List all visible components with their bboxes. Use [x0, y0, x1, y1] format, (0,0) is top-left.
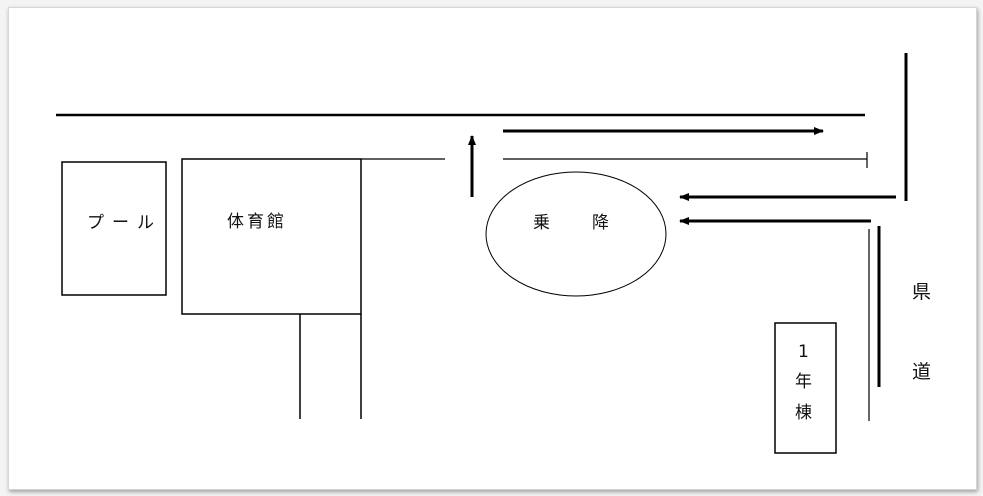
prefectural-road-label-1: 県 [912, 281, 931, 303]
pool-label: プール [87, 213, 162, 233]
first-year-building [774, 322, 837, 454]
building-label-2: 年 [795, 372, 812, 392]
gym-label: 体育館 [227, 212, 287, 232]
building-label-3: 棟 [795, 403, 812, 423]
gym-building [181, 158, 362, 315]
school-map-diagram: プール 体育館 乗 降 県 道 1 年 棟 [56, 53, 931, 454]
pool-building [61, 161, 167, 296]
dropoff-label-2: 降 [592, 213, 609, 233]
building-label-1: 1 [798, 342, 809, 362]
diagram-canvas: プール 体育館 乗 降 県 道 1 年 棟 [8, 7, 977, 490]
dropoff-label-1: 乗 [533, 213, 550, 233]
dropoff-area [485, 171, 667, 297]
prefectural-road-label-2: 道 [912, 361, 931, 383]
